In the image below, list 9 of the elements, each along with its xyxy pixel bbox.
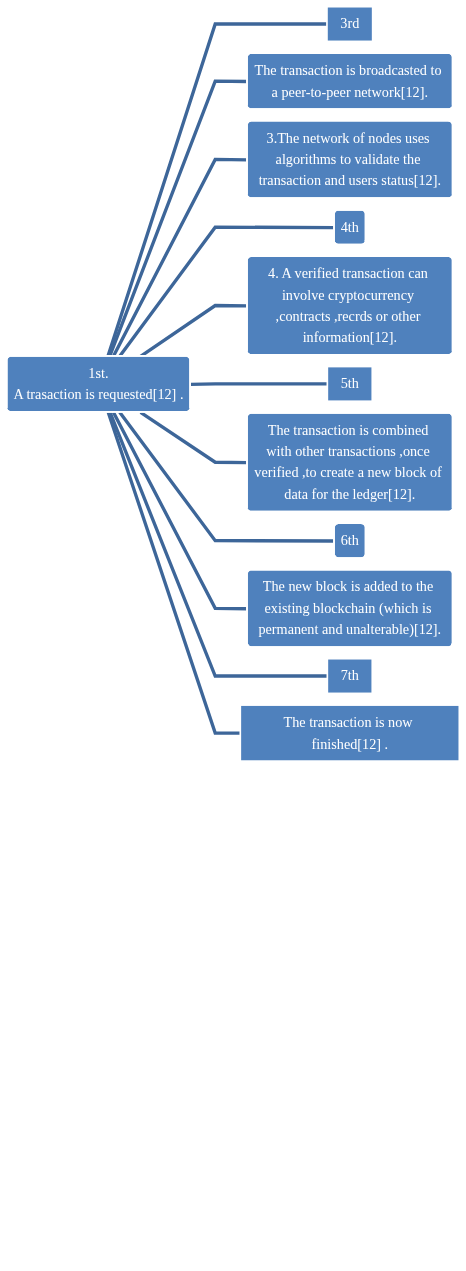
connector (108, 411, 328, 678)
node-box: 3rd (326, 5, 374, 43)
connector (106, 22, 327, 357)
node-box: 7th (326, 657, 374, 695)
connector (190, 382, 328, 386)
connector (106, 411, 241, 735)
node-box: 5th (326, 365, 374, 403)
connector (118, 411, 335, 543)
node-box: The transaction is now finished[12] . (239, 704, 461, 762)
